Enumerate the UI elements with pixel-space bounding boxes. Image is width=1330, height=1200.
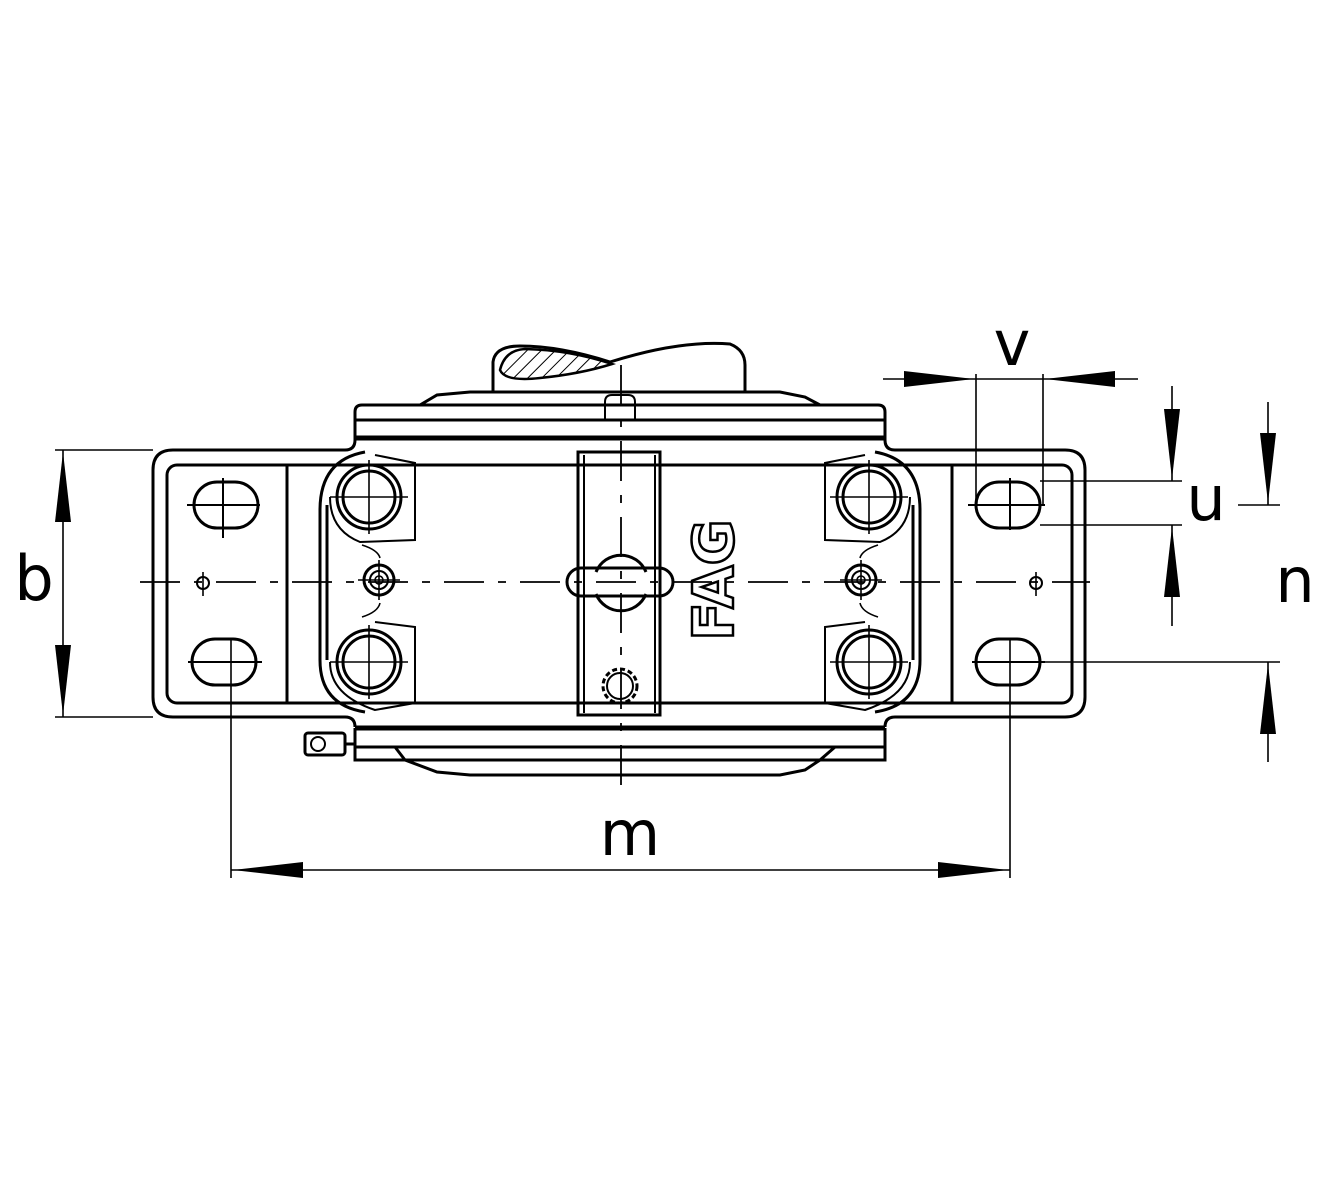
dimension-label-n: n xyxy=(1275,544,1314,617)
foot-slot-right-bottom xyxy=(972,637,1045,687)
dimension-v: v xyxy=(883,307,1138,505)
foot-slot-left-top xyxy=(187,478,260,538)
bolt-block-right-bottom xyxy=(824,621,911,712)
foot-slot-right-top xyxy=(968,478,1045,530)
housing-base xyxy=(151,437,1087,728)
dimension-n: n xyxy=(1040,402,1315,762)
dimension-u: u xyxy=(1040,386,1226,626)
dowel-nut-right xyxy=(840,544,882,618)
spline-plug-icon xyxy=(601,667,639,705)
cap-bolt-right-top xyxy=(830,460,908,534)
center-lines xyxy=(140,365,1090,878)
bolt-block-right-top xyxy=(824,454,911,544)
dimension-m: m xyxy=(231,797,1010,878)
cap-bolt-left-top xyxy=(330,460,408,534)
housing-cap-bottom xyxy=(303,725,887,777)
dimension-label-m: m xyxy=(600,797,660,870)
foot-slot-left-bottom xyxy=(188,637,262,687)
housing-cap-top xyxy=(353,390,887,441)
bolt-block-left-top xyxy=(329,454,416,544)
lifting-eye xyxy=(604,394,636,420)
fag-logo: FAG xyxy=(682,519,747,640)
bolt-block-left-bottom xyxy=(329,621,416,712)
center-slot xyxy=(565,450,675,717)
dimension-label-v: v xyxy=(994,307,1031,380)
dimension-b: b xyxy=(14,449,153,718)
dowel-nut-left xyxy=(358,544,400,618)
grease-nipple xyxy=(303,731,355,757)
dimension-label-b: b xyxy=(14,542,53,615)
cap-bolt-right-bottom xyxy=(830,625,908,699)
shaft xyxy=(491,341,747,392)
cap-bolt-left-bottom xyxy=(330,625,408,699)
dimension-label-u: u xyxy=(1186,462,1225,535)
